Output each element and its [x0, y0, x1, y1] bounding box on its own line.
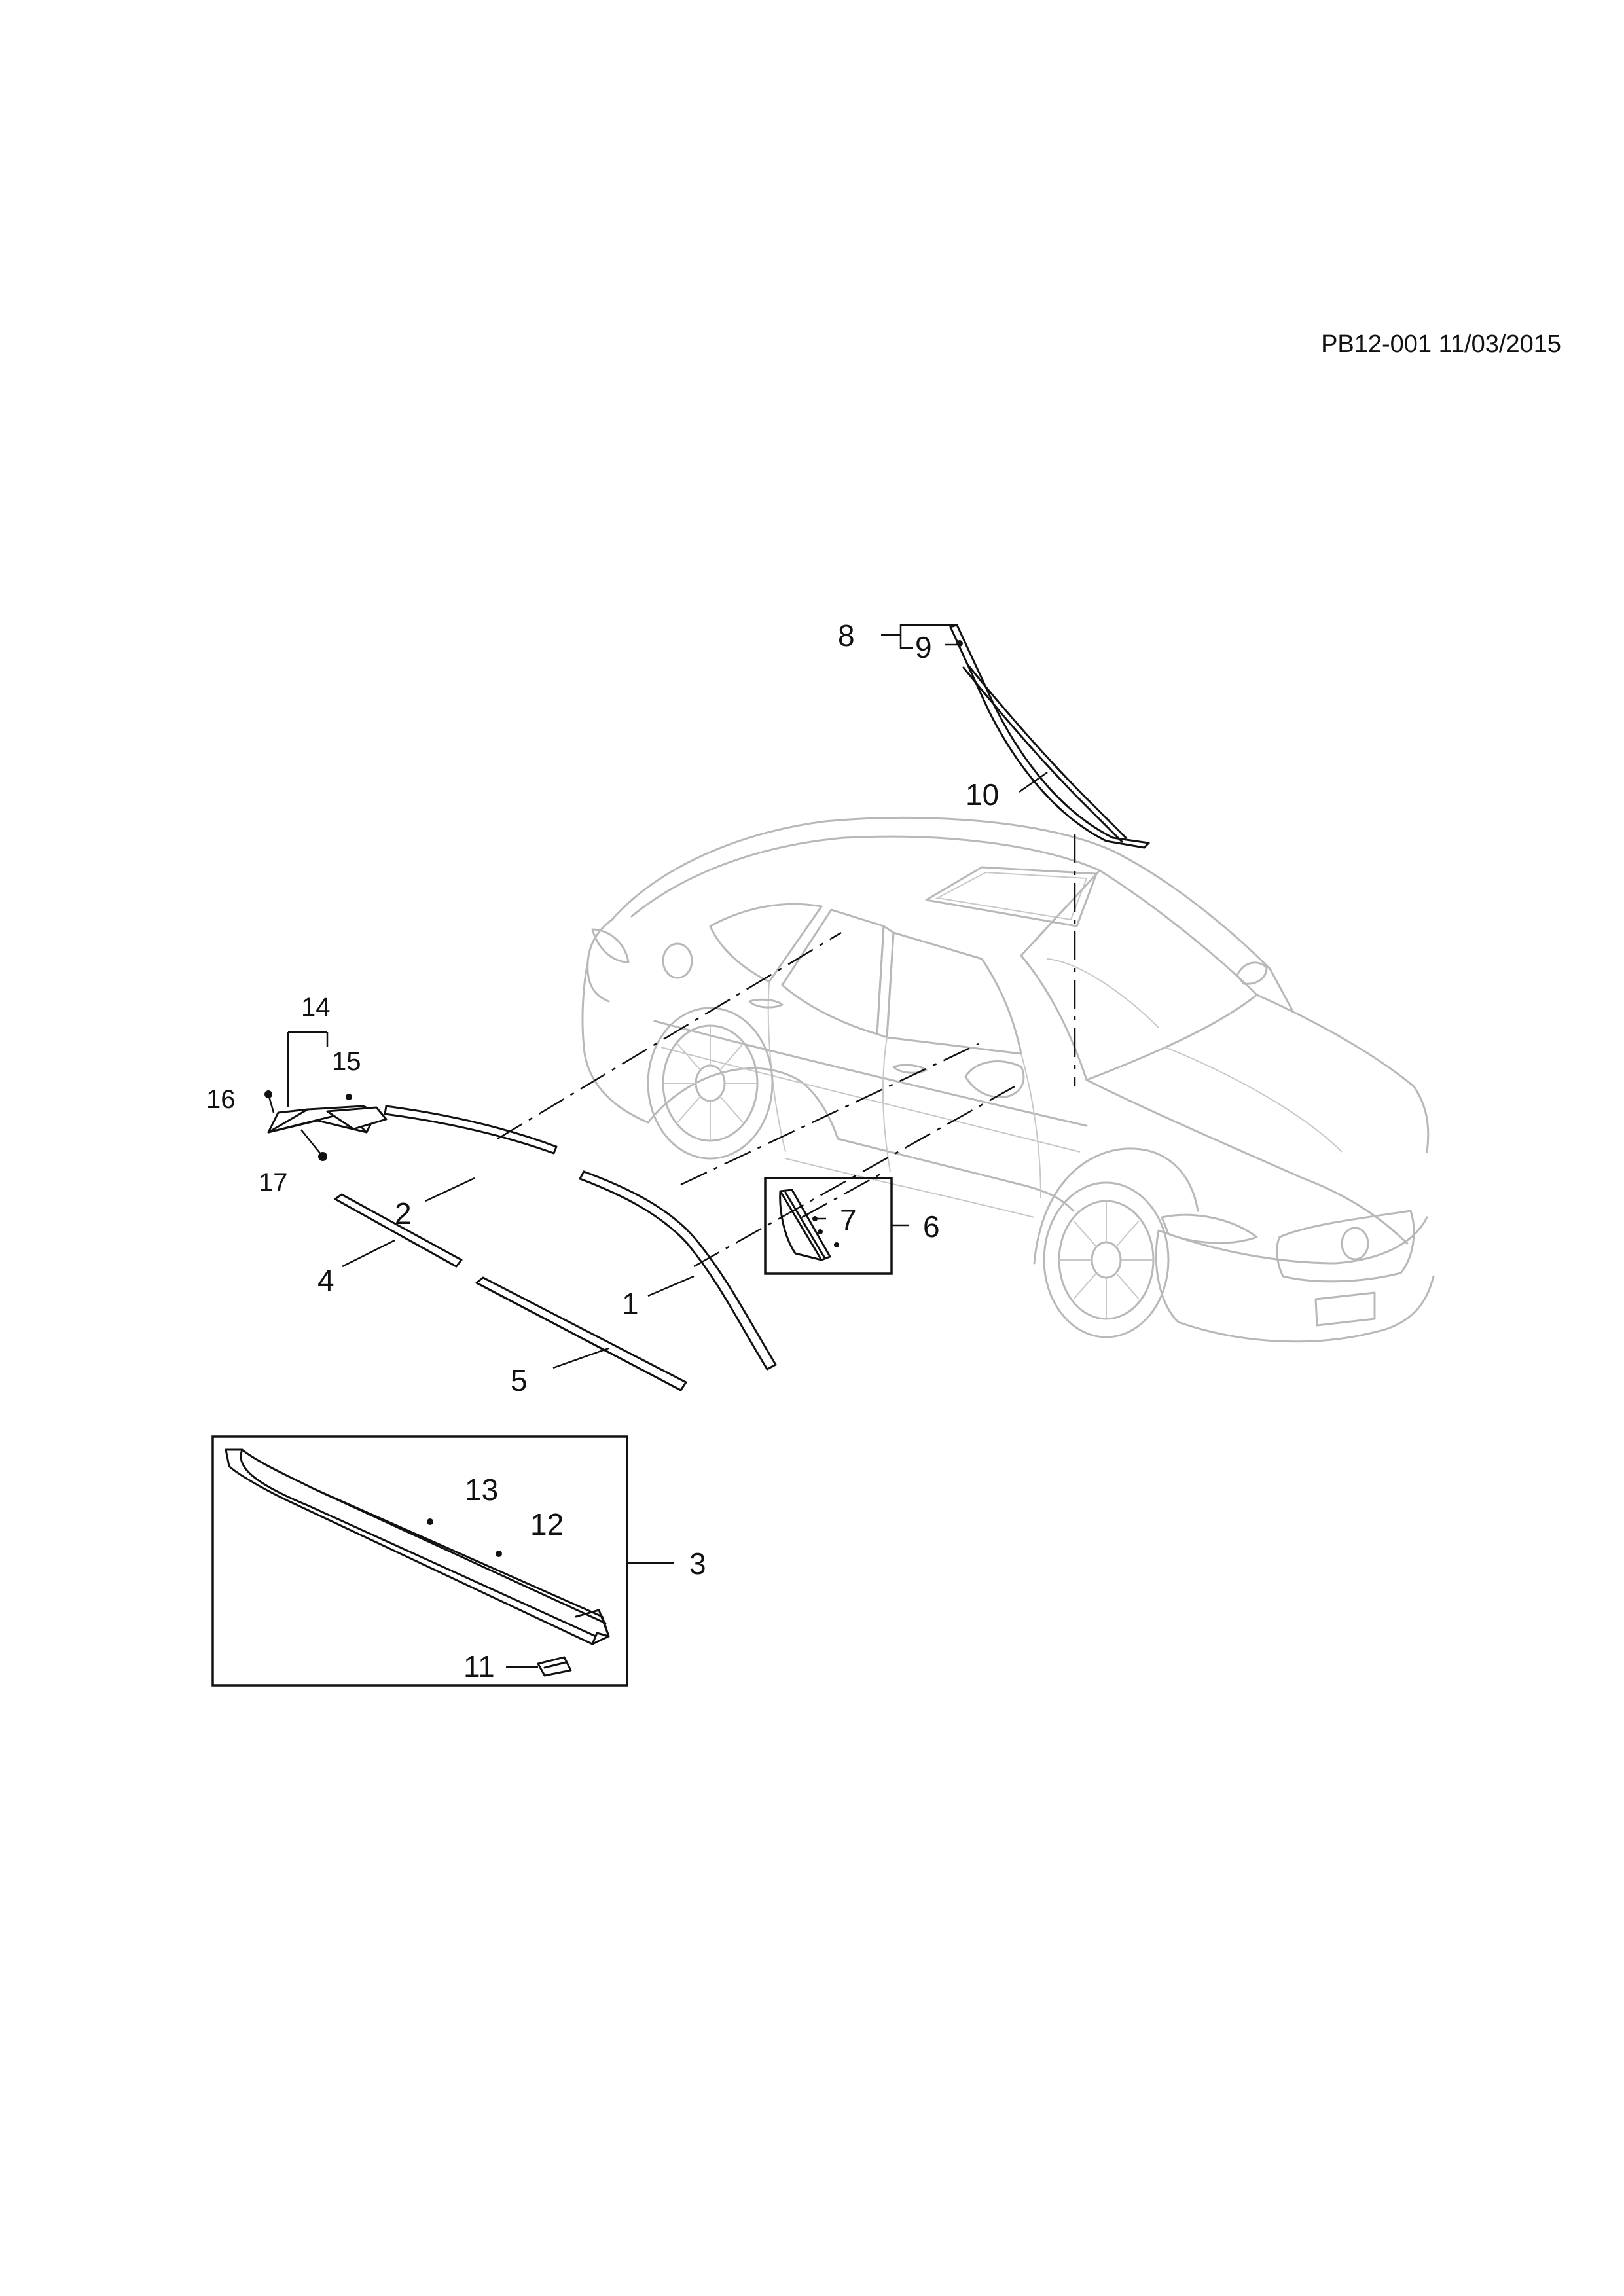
callout-16: 16	[206, 1085, 236, 1114]
callout-2: 2	[395, 1196, 412, 1230]
part-7-clip-marker-c	[834, 1242, 839, 1247]
part-11-retainer	[537, 1656, 572, 1677]
part-2-roof-molding	[384, 1105, 558, 1155]
callout-12: 12	[530, 1507, 564, 1541]
part-10-seal-strip	[962, 663, 1127, 843]
part-14-bracket	[267, 1105, 388, 1134]
assembly-alignment-lines	[497, 834, 1076, 1268]
part-8-pillar-molding	[949, 624, 1150, 849]
part-13-clip-marker	[427, 1518, 433, 1525]
callout-1: 1	[622, 1287, 639, 1321]
document-reference: PB12-001 11/03/2015	[1321, 331, 1561, 358]
callout-7: 7	[840, 1203, 857, 1237]
callout-6: 6	[923, 1210, 940, 1244]
callout-5: 5	[511, 1363, 528, 1397]
part-6-corner-applique	[779, 1189, 831, 1261]
part-12-clip-marker	[496, 1551, 502, 1557]
part-9-clip-marker	[956, 640, 963, 647]
callout-8: 8	[838, 619, 855, 653]
callout-11: 11	[463, 1649, 495, 1683]
callout-4: 4	[317, 1263, 334, 1297]
callout-17: 17	[259, 1168, 288, 1197]
callout-14: 14	[301, 993, 331, 1022]
callout-leader-lines	[267, 624, 1048, 1668]
callout-10: 10	[965, 778, 999, 812]
callout-13: 13	[465, 1473, 498, 1507]
part-3-frame	[211, 1435, 628, 1687]
part-5-belt-molding	[475, 1276, 687, 1391]
callout-labels: 8 9 10 14 15 16 17 2 1 4 5 6 7 3 13 12 1…	[206, 619, 999, 1683]
part-3-rocker-molding	[225, 1448, 610, 1645]
vehicle-outline	[581, 816, 1435, 1343]
callout-3: 3	[689, 1547, 706, 1581]
part-15-clip-marker	[346, 1094, 352, 1100]
part-1-roof-molding	[579, 1170, 777, 1371]
part-4-belt-molding	[334, 1193, 463, 1268]
callout-9: 9	[915, 630, 932, 664]
callout-15: 15	[332, 1047, 361, 1076]
part-7-clip-marker-b	[818, 1229, 823, 1234]
